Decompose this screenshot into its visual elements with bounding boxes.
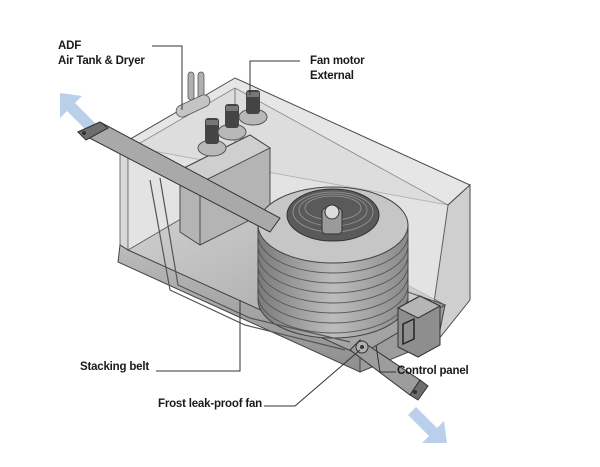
leader-motor — [249, 60, 300, 95]
label-control-panel: Control panel — [397, 365, 469, 377]
label-motor-line1: Fan motor — [310, 55, 365, 67]
leader-belt — [156, 300, 241, 372]
evaporator-fans — [197, 90, 268, 157]
fan-motor-icon — [197, 118, 227, 157]
label-adf-line1: ADF — [58, 40, 82, 52]
leader-adf — [152, 45, 183, 110]
label-frost-fan: Frost leak-proof fan — [158, 398, 262, 410]
label-motor-line2: External — [310, 70, 354, 82]
conveyor-belt — [76, 121, 429, 401]
airflow-out-arrow-icon — [60, 93, 96, 132]
leader-lines — [152, 45, 396, 407]
label-adf-line2: Air Tank & Dryer — [58, 55, 145, 67]
control-panel — [396, 295, 442, 358]
airflow-in-arrow-icon — [408, 407, 447, 443]
label-adf-air-tank: ADF Air Tank & Dryer — [58, 39, 145, 69]
leader-fan — [264, 349, 361, 407]
air-tank-dryer — [175, 71, 211, 118]
label-fan-motor: Fan motor External — [310, 54, 365, 84]
frost-fan-icon — [355, 340, 369, 354]
center-drive-icon — [321, 204, 343, 235]
leader-panel — [375, 344, 396, 373]
label-stacking-belt: Stacking belt — [80, 361, 149, 373]
spiral-drum — [257, 186, 409, 339]
fan-motor-icon — [217, 104, 247, 141]
fan-motor-icon — [238, 90, 268, 126]
